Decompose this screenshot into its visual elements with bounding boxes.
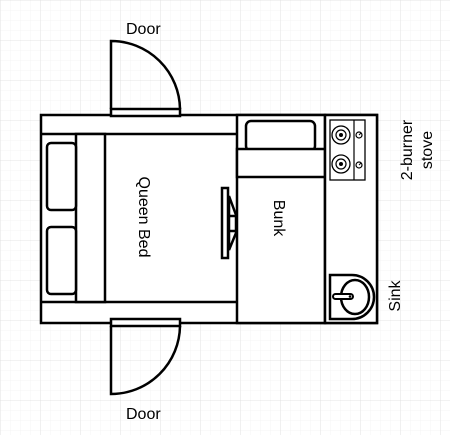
- bunk-divider: [235, 147, 327, 179]
- stove-label: 2-burner stove: [398, 120, 438, 180]
- door-top-frame: [109, 107, 182, 118]
- stove-label-line1: 2-burner: [399, 119, 416, 181]
- door-top-label: Door: [126, 21, 161, 38]
- door-top-swing: [109, 39, 182, 110]
- door-bottom-label: Door: [126, 406, 161, 423]
- knob-1-mark: [358, 132, 362, 136]
- headboard: [74, 132, 107, 304]
- bunk-pillow: [244, 119, 317, 153]
- sink-faucet: [332, 293, 354, 300]
- ladder-post: [220, 186, 230, 260]
- sink-drain: [348, 295, 352, 298]
- sink-label: Sink: [387, 280, 404, 312]
- stove-label-line2: stove: [419, 130, 436, 170]
- door-bottom-swing: [109, 325, 182, 396]
- pillow-top: [45, 141, 78, 212]
- door-bottom-frame: [109, 317, 182, 328]
- bunk-label: Bunk: [270, 199, 287, 237]
- knob-2-mark: [358, 162, 362, 166]
- queen-bed-label: Queen Bed: [135, 176, 152, 258]
- burner-2-center: [339, 162, 343, 166]
- burner-1-center: [339, 133, 343, 137]
- pillow-bottom: [45, 225, 78, 296]
